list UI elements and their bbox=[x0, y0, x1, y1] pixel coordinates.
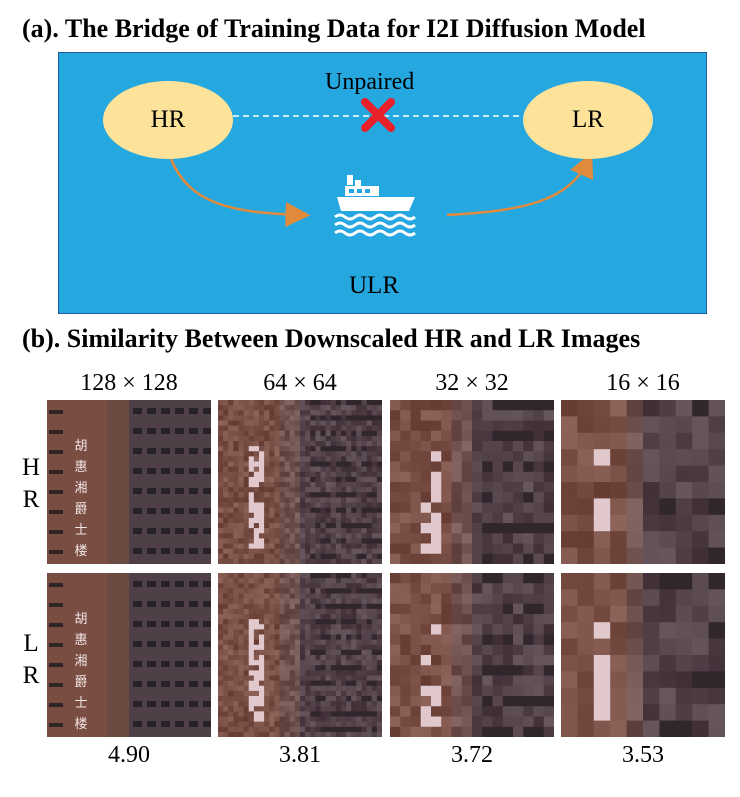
diagram-connectors bbox=[169, 98, 594, 237]
image-hr-128: 胡惠湘爵士楼 bbox=[47, 400, 211, 564]
hr-node: HR bbox=[103, 81, 233, 159]
sign-character: 爵 bbox=[74, 675, 87, 690]
sign-character: 胡 bbox=[74, 439, 87, 454]
image-hr-32 bbox=[390, 400, 554, 564]
sign-character: 湘 bbox=[74, 654, 87, 669]
sign-character: 楼 bbox=[74, 717, 87, 732]
image-lr-16 bbox=[561, 573, 725, 737]
column-label-64: 64 × 64 bbox=[263, 370, 337, 396]
ulr-to-lr-arrow bbox=[446, 152, 594, 217]
row-label-lr: L R bbox=[16, 628, 46, 692]
sign-character: 胡 bbox=[74, 612, 87, 627]
panel-a-title: (a). The Bridge of Training Data for I2I… bbox=[22, 14, 646, 43]
score-32: 3.72 bbox=[451, 742, 493, 768]
row-label-hr-line1: H bbox=[21, 454, 41, 481]
sign-character: 楼 bbox=[74, 544, 87, 559]
panel-b-title: (b). Similarity Between Downscaled HR an… bbox=[22, 324, 641, 353]
image-lr-128: 胡惠湘爵士楼 bbox=[47, 573, 211, 737]
score-16: 3.53 bbox=[622, 742, 664, 768]
ship-icon bbox=[334, 175, 416, 237]
sign-character: 惠 bbox=[74, 633, 87, 648]
row-label-lr-line1: L bbox=[23, 630, 39, 657]
row-label-hr-line2: R bbox=[22, 486, 40, 513]
sign-character: 湘 bbox=[74, 481, 87, 496]
column-label-16: 16 × 16 bbox=[606, 370, 680, 396]
bridge-diagram-panel: HR LR Unpaired ULR bbox=[58, 52, 707, 314]
ulr-label: ULR bbox=[349, 272, 399, 299]
sign-character: 爵 bbox=[74, 502, 87, 517]
sign-character: 惠 bbox=[74, 460, 87, 475]
sign-character: 士 bbox=[74, 523, 87, 538]
image-lr-32 bbox=[390, 573, 554, 737]
score-64: 3.81 bbox=[279, 742, 321, 768]
hr-node-label: HR bbox=[150, 106, 186, 133]
lr-node-label: LR bbox=[572, 106, 604, 133]
cross-icon bbox=[361, 98, 395, 132]
hr-to-ulr-arrow bbox=[169, 158, 311, 228]
sign-character: 士 bbox=[74, 696, 87, 711]
lr-node: LR bbox=[523, 81, 653, 159]
column-label-32: 32 × 32 bbox=[435, 370, 509, 396]
unpaired-label: Unpaired bbox=[325, 69, 415, 95]
column-label-128: 128 × 128 bbox=[80, 370, 178, 396]
score-128: 4.90 bbox=[108, 742, 150, 768]
row-label-hr: H R bbox=[16, 452, 46, 516]
image-hr-64 bbox=[218, 400, 382, 564]
row-label-lr-line2: R bbox=[22, 662, 40, 689]
image-lr-64 bbox=[218, 573, 382, 737]
image-hr-16 bbox=[561, 400, 725, 564]
